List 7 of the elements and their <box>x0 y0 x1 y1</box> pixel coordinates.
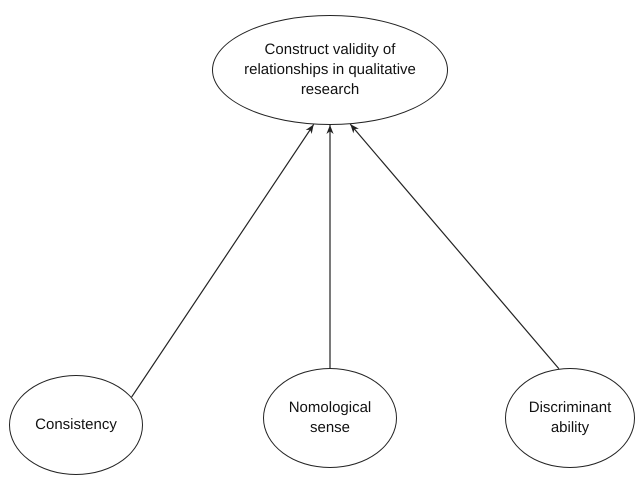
node-label: Nomological sense <box>288 398 372 438</box>
arrow <box>350 124 560 370</box>
node-label: Construct validity of relationships in qualitative research <box>243 40 417 100</box>
node-label: Consistency <box>35 414 117 435</box>
node-label: Discriminant ability <box>528 398 612 438</box>
arrow <box>131 124 314 398</box>
arrow <box>326 125 334 368</box>
